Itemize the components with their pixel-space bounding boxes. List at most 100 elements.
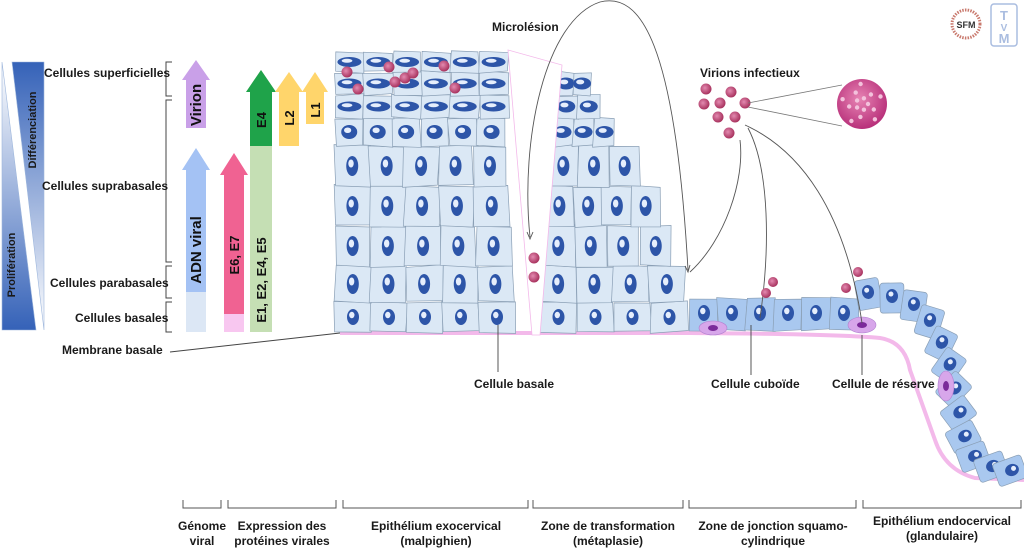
reserve-nucleus	[943, 381, 949, 391]
nucleolus	[587, 240, 592, 248]
layer-brackets	[166, 62, 172, 332]
arrow-l2	[275, 72, 303, 146]
nucleolus	[592, 312, 597, 318]
nucleolus	[486, 59, 497, 63]
svg-text:SFM: SFM	[957, 20, 976, 30]
nucleolus	[344, 127, 351, 133]
nucleolus	[576, 80, 584, 85]
section-label-protein-expression: Expression desprotéines virales	[222, 519, 342, 549]
nucleolus	[342, 59, 353, 63]
nucleolus	[554, 240, 559, 248]
nucleolus	[452, 160, 457, 168]
nucleolus	[560, 103, 568, 108]
nucleolus	[627, 278, 632, 286]
capsomere	[855, 98, 859, 102]
capsomere	[862, 108, 866, 112]
section-label-endocervical: Epithélium endocervical(glandulaire)	[862, 514, 1022, 544]
arrow-label: Virion	[188, 84, 205, 126]
nucleolus	[666, 312, 671, 318]
nucleolus	[429, 127, 436, 133]
arrow-label: L2	[282, 110, 297, 125]
nucleolus	[370, 103, 381, 107]
nucleolus	[453, 200, 458, 208]
nucleolus	[420, 278, 425, 286]
nucleolus	[457, 80, 468, 84]
zoom-line	[748, 107, 842, 126]
capsomere	[878, 94, 882, 98]
capsomere	[840, 97, 844, 101]
columnar-cell	[854, 277, 883, 311]
virion	[439, 61, 450, 72]
nucleolus	[493, 312, 498, 318]
nucleolus	[454, 240, 459, 248]
virion	[384, 62, 395, 73]
arrow-label: E4	[254, 111, 269, 128]
nucleolus	[401, 127, 408, 133]
nucleolus	[399, 103, 410, 107]
nucleolus	[418, 200, 423, 208]
nucleolus	[384, 240, 389, 248]
nucleolus	[629, 312, 634, 318]
layer-label-suprabasal: Cellules suprabasales	[42, 179, 168, 193]
nucleolus	[491, 278, 496, 286]
section-brackets	[183, 500, 1021, 508]
virion	[390, 77, 401, 88]
virion-enlarged	[837, 79, 887, 129]
viral-expression-arrows: ADN viralVirionE6, E7E1, E2, E4, E5E4L2L…	[182, 60, 328, 332]
basal-cell-label: Cellule basale	[474, 377, 554, 391]
virion	[713, 112, 724, 123]
arrow-label: ADN viral	[188, 216, 205, 284]
virion	[761, 288, 771, 298]
nucleolus	[428, 80, 439, 84]
nucleolus	[428, 103, 439, 107]
layer-label-basal: Cellules basales	[75, 311, 168, 325]
arrow-label: E1, E2, E4, E5	[254, 237, 269, 322]
virion	[841, 283, 851, 293]
nucleolus	[488, 200, 493, 208]
layer-label-parabasal: Cellules parabasales	[50, 276, 169, 290]
capsomere	[847, 104, 851, 108]
nucleolus	[728, 308, 733, 314]
virion	[853, 267, 863, 277]
capsomere	[849, 119, 853, 123]
nucleolus	[652, 240, 657, 248]
nucleolus	[555, 312, 560, 318]
virion	[529, 272, 540, 283]
nucleolus	[486, 103, 497, 107]
nucleolus	[349, 312, 354, 318]
cuboid-cell-label: Cellule cuboïde	[711, 377, 800, 391]
virion	[699, 99, 710, 110]
nucleolus	[613, 200, 618, 208]
zoom-line	[748, 85, 842, 103]
nucleolus	[383, 200, 388, 208]
nucleolus	[590, 278, 595, 286]
virion	[701, 84, 712, 95]
layer-label-superficial: Cellules superficielles	[44, 66, 170, 80]
nucleolus	[486, 80, 497, 84]
virions-cluster	[699, 84, 751, 139]
virion	[724, 128, 735, 139]
nucleolus	[428, 59, 439, 63]
proliferation-label: Prolifération	[6, 232, 18, 297]
virion	[353, 84, 364, 95]
nucleolus	[619, 240, 624, 248]
capsomere	[855, 105, 859, 109]
virion	[726, 87, 737, 98]
nucleolus	[383, 160, 388, 168]
nucleolus	[554, 278, 559, 286]
sfm-logo: SFM	[952, 10, 980, 38]
nucleolus	[457, 312, 462, 318]
membrane-label: Membrane basale	[62, 343, 163, 357]
nucleolus	[457, 59, 468, 63]
nucleolus	[417, 160, 422, 168]
capsomere	[872, 107, 876, 111]
basement-membrane	[340, 333, 1024, 480]
svg-text:T: T	[1000, 8, 1008, 23]
columnar-cell	[880, 283, 905, 313]
nucleolus	[642, 200, 647, 208]
section-label-transformation-zone: Zone de transformation(métaplasie)	[530, 519, 686, 549]
tvm-logo: T V M	[991, 4, 1017, 46]
nucleolus	[399, 59, 410, 63]
nucleolus	[599, 128, 607, 133]
capsomere	[869, 92, 873, 96]
